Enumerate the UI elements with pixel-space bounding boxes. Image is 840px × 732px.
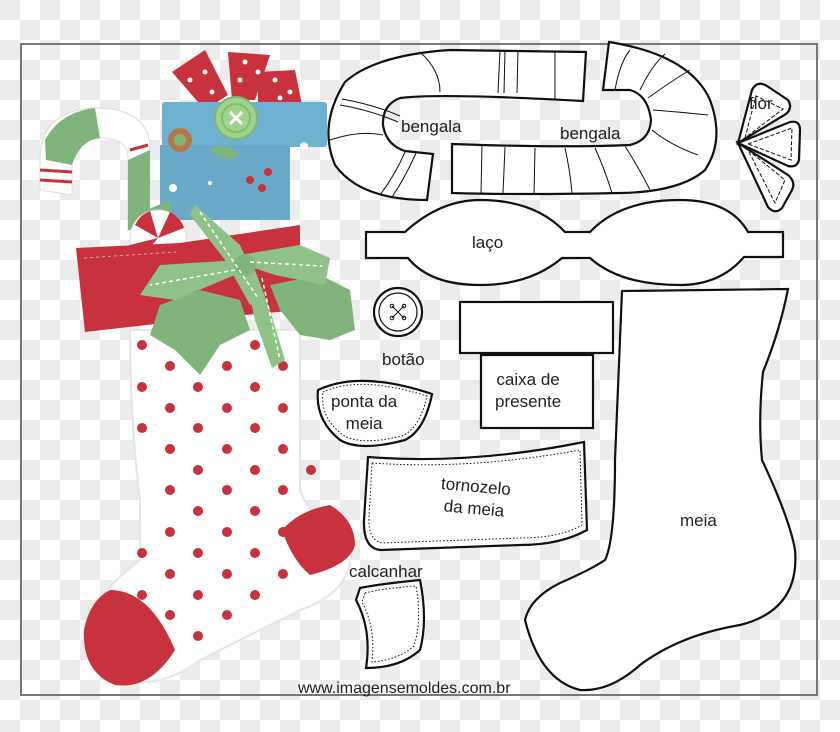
label-bengala-2: bengala (560, 124, 621, 143)
label-calcanhar: calcanhar (349, 562, 423, 581)
pattern-piece-ponta (316, 379, 434, 448)
pattern-piece-botao (372, 286, 424, 338)
pattern-piece-flor (735, 82, 802, 213)
label-ponta-line1: ponta da (331, 392, 398, 411)
website-credit-link[interactable]: www.imagensemoldes.com.br (298, 680, 511, 697)
red-flower-bow-icon (172, 50, 302, 110)
stocking-toe-icon (83, 590, 175, 686)
label-caixa: caixa de presente (495, 370, 561, 411)
stocking-heel-icon (282, 505, 355, 575)
pattern-piece-tornozelo (362, 440, 589, 552)
pattern-piece-bengala-1 (327, 48, 588, 202)
pattern-frame (20, 43, 818, 696)
label-ponta-line2: meia (345, 414, 383, 433)
stocking-illustration (39, 50, 355, 686)
candy-cane-icon (39, 107, 151, 231)
green-button-icon (214, 96, 258, 140)
pattern-piece-caixa (458, 300, 615, 430)
label-flor: flor (749, 94, 773, 113)
pattern-piece-laco (364, 198, 785, 287)
pattern-piece-bengala-2 (450, 40, 718, 196)
label-botao: botão (382, 350, 425, 369)
gift-box-icon (160, 102, 327, 220)
pattern-piece-meia (523, 287, 797, 692)
holly-leaves-icon (150, 275, 355, 375)
label-caixa-line2: presente (495, 392, 562, 411)
pattern-piece-calcanhar (354, 578, 426, 670)
green-ribbon-bow-icon (140, 205, 330, 368)
label-tornozelo: tornozelo da meia (438, 474, 511, 521)
label-ponta: ponta da meia (331, 392, 397, 433)
label-bengala-1: bengala (401, 117, 462, 136)
label-laco: laço (472, 233, 504, 252)
label-caixa-line1: caixa de (496, 370, 560, 389)
polka-dots (137, 340, 316, 641)
polka-dot-stocking-icon (83, 329, 355, 686)
label-meia: meia (680, 511, 717, 530)
